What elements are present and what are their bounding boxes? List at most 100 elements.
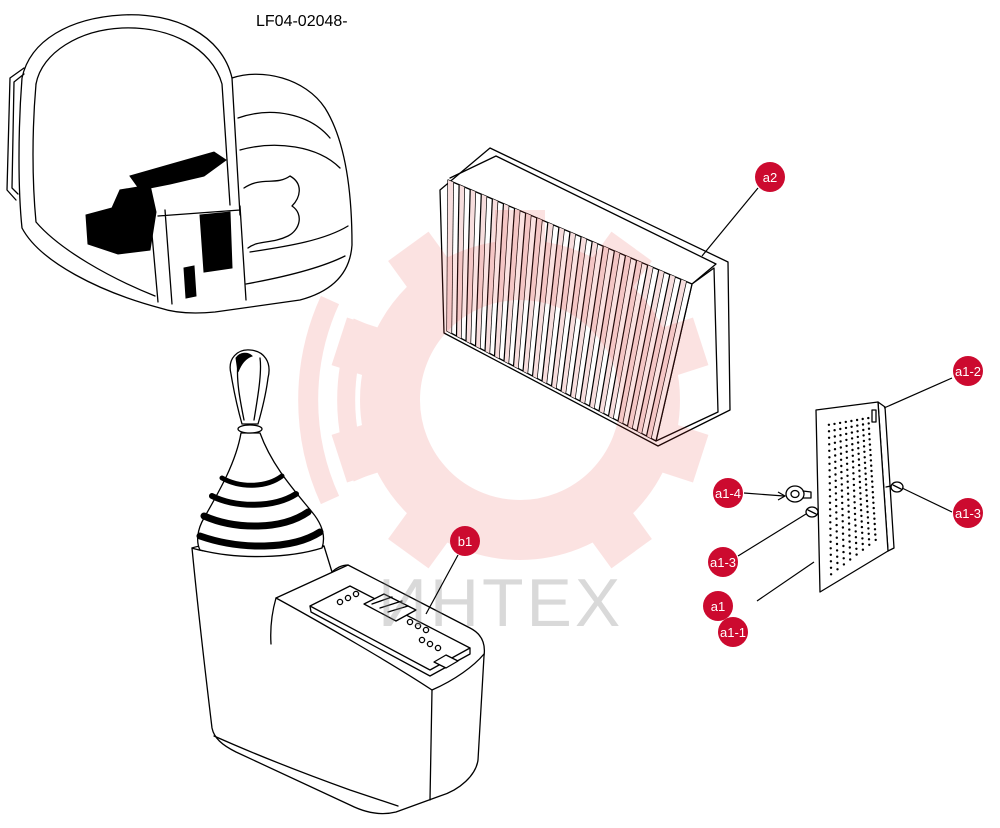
plate-perforation-dot — [854, 536, 858, 539]
plate-perforation-dot — [829, 514, 832, 517]
plate-perforation-dot — [828, 475, 831, 478]
plate-perforation-dot — [869, 448, 872, 452]
plate-perforation-dot — [861, 548, 865, 551]
plate-perforation-dot — [840, 489, 844, 492]
control-panel-switch — [433, 654, 459, 669]
wing-knob-head — [785, 485, 805, 503]
plate-perforation-dot — [841, 526, 845, 529]
cover-plate-slot — [871, 409, 877, 423]
plate-perforation-dot — [836, 555, 839, 558]
filter-pleat-line — [493, 203, 505, 357]
control-panel-button — [344, 594, 352, 602]
callout-a1-1[interactable]: a1-1 — [718, 617, 748, 647]
plate-perforation-dot — [858, 475, 861, 478]
screw-left-part — [805, 506, 819, 518]
plate-perforation-dot — [867, 422, 870, 425]
cab-cutaway-edge — [243, 175, 300, 249]
plate-perforation-dot — [835, 542, 839, 546]
plate-perforation-dot — [845, 456, 849, 459]
plate-perforation-dot — [846, 468, 849, 471]
callout-a1-3-right[interactable]: a1-3 — [953, 498, 983, 528]
plate-perforation-dot — [873, 522, 876, 526]
filter-cover-plate-drawing — [815, 401, 895, 593]
callout-label: a2 — [763, 170, 777, 185]
callout-label: a1-4 — [715, 486, 741, 501]
plate-perforation-dot — [848, 534, 851, 537]
leader-lines — [425, 187, 953, 615]
plate-perforation-dot — [860, 514, 863, 518]
filter-pleat-shade — [475, 194, 487, 349]
filter-pleat-shade — [589, 250, 620, 409]
plate-perforation-dot — [842, 544, 845, 548]
plate-perforation-dot — [851, 443, 854, 446]
plate-perforation-dot — [872, 512, 876, 515]
plate-perforation-dot — [867, 427, 871, 430]
callout-label: a1-3 — [955, 506, 981, 521]
callout-b1[interactable]: b1 — [450, 526, 480, 556]
plate-perforation-dot — [845, 432, 848, 436]
plate-perforation-dot — [874, 538, 877, 542]
plate-perforation-dot — [829, 547, 832, 550]
plate-perforation-dot — [856, 430, 859, 433]
plate-perforation-dot — [868, 438, 871, 441]
plate-perforation-dot — [860, 525, 864, 529]
screw-head-slot — [892, 484, 902, 490]
boot-fold — [196, 528, 324, 550]
plate-perforation-dot — [851, 460, 855, 463]
filter-pleat-shade — [513, 213, 532, 369]
plate-perforation-dot — [829, 521, 832, 524]
plate-perforation-dot — [835, 536, 838, 539]
callout-a1[interactable]: a1 — [703, 591, 733, 621]
callout-a2[interactable]: a2 — [755, 162, 785, 192]
plate-perforation-dot — [861, 417, 864, 421]
plate-perforation-dot — [833, 441, 837, 444]
filter-pleat-shade — [570, 241, 598, 399]
callout-circle — [708, 547, 738, 577]
plate-perforation-dot — [839, 446, 842, 449]
plate-perforation-dot — [863, 456, 866, 459]
screw-shank — [885, 485, 892, 488]
plate-perforation-dot — [867, 532, 870, 535]
leader-line-b1 — [425, 554, 459, 615]
plate-perforation-dot — [857, 458, 861, 461]
plate-perforation-dot — [834, 492, 838, 495]
callout-circle — [713, 478, 743, 508]
boot-fold — [209, 491, 299, 508]
callout-a1-4[interactable]: a1-4 — [713, 478, 743, 508]
callout-circle — [953, 498, 983, 528]
plate-perforation-dot — [841, 514, 844, 517]
console-box-right-edge — [431, 653, 485, 691]
plate-perforation-dot — [859, 509, 863, 512]
plate-perforation-dot — [828, 501, 832, 504]
filter-pleat-shade — [504, 208, 521, 364]
filter-pleat-shade — [580, 246, 609, 404]
filter-pleat-line — [474, 194, 482, 347]
filter-pleat-line — [470, 191, 477, 344]
plate-perforation-dot — [829, 540, 832, 543]
plate-perforation-dot — [846, 486, 850, 489]
plate-perforation-dot — [854, 524, 857, 527]
callout-a1-3-left[interactable]: a1-3 — [708, 547, 738, 577]
callout-a1-2[interactable]: a1-2 — [953, 356, 983, 386]
control-panel-edge — [309, 605, 471, 677]
control-lever-console-drawing — [191, 349, 486, 815]
plate-perforation-dot — [850, 437, 854, 440]
air-filter-element-drawing — [439, 147, 731, 447]
plate-perforation-dot — [865, 499, 869, 503]
cab-console-silhouette — [129, 151, 227, 191]
filter-pleat-line — [455, 184, 460, 337]
plate-perforation-dot — [828, 449, 831, 452]
plate-perforation-dot — [864, 478, 868, 481]
plate-perforation-dot — [828, 456, 831, 459]
filter-pleat-line — [593, 253, 621, 409]
cover-plate — [815, 401, 889, 593]
plate-perforation-dot — [835, 530, 838, 533]
filter-pleat-line — [565, 239, 587, 394]
plate-perforation-dot — [846, 480, 849, 483]
plate-perforation-dot — [835, 511, 838, 514]
filter-pleat-line — [536, 224, 554, 379]
cab-window-frame — [35, 27, 231, 206]
filter-pleat-line — [612, 262, 643, 419]
plate-perforation-dot — [835, 504, 838, 508]
plate-perforation-dot — [857, 452, 860, 455]
